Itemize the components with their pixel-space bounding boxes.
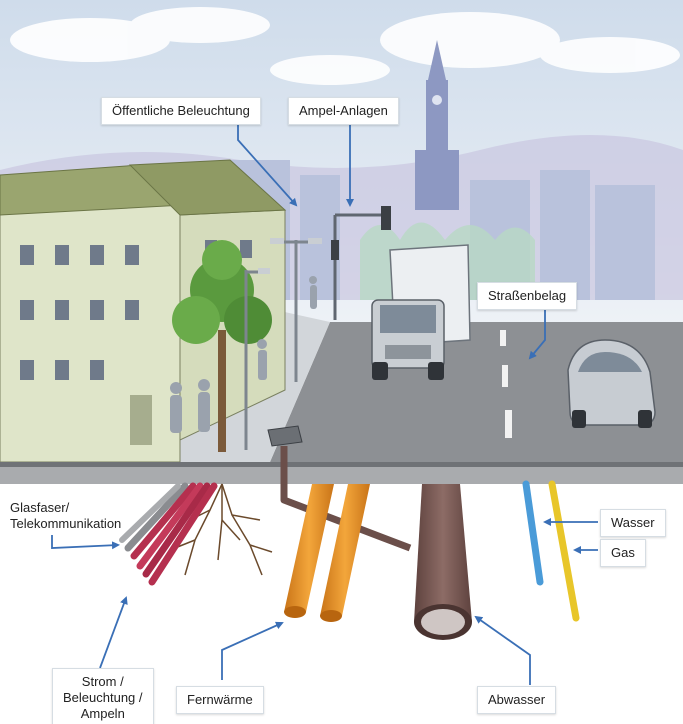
car-icon bbox=[567, 339, 656, 428]
truck-icon bbox=[371, 244, 471, 380]
traffic-light-icon bbox=[331, 206, 391, 320]
clouds bbox=[10, 7, 680, 85]
church-icon bbox=[415, 40, 459, 210]
arrow-sewage bbox=[474, 615, 531, 685]
label-public-lighting: Öffentliche Beleuchtung bbox=[101, 97, 261, 125]
lane-markings bbox=[500, 330, 512, 438]
label-fiber-line1: Glasfaser/ bbox=[10, 500, 70, 515]
label-district-heating: Fernwärme bbox=[176, 686, 264, 714]
tree-icon bbox=[172, 240, 272, 452]
callout-arrows bbox=[51, 122, 598, 685]
district-heating-pipes bbox=[284, 484, 370, 622]
sewer-pipe bbox=[414, 484, 472, 640]
arrow-fiber bbox=[51, 535, 120, 550]
label-fiber-telecom: Glasfaser/ Telekommunikation bbox=[10, 500, 121, 532]
label-gas: Gas bbox=[600, 539, 646, 567]
label-road-surface: Straßenbelag bbox=[477, 282, 578, 310]
ground-surface bbox=[0, 462, 683, 484]
label-sewage: Abwasser bbox=[477, 686, 557, 714]
street-drain bbox=[267, 425, 412, 552]
fiber-power-conduits bbox=[119, 482, 218, 586]
label-fiber-line2: Telekommunikation bbox=[10, 516, 122, 531]
arrow-road-surface bbox=[528, 305, 546, 360]
pedestrians bbox=[170, 276, 317, 433]
label-power-line3: Ampeln bbox=[80, 706, 125, 721]
arrow-power bbox=[99, 596, 128, 669]
label-power-line2: Beleuchtung / bbox=[63, 690, 143, 705]
label-power-line1: Strom / bbox=[81, 674, 124, 689]
label-power-lighting-traffic: Strom / Beleuchtung / Ampeln bbox=[52, 668, 154, 724]
arrow-heating bbox=[221, 621, 284, 680]
water-gas-pipes bbox=[522, 480, 580, 622]
label-water: Wasser bbox=[600, 509, 666, 537]
arrow-lighting bbox=[237, 122, 298, 207]
label-traffic-lights: Ampel-Anlagen bbox=[288, 97, 399, 125]
